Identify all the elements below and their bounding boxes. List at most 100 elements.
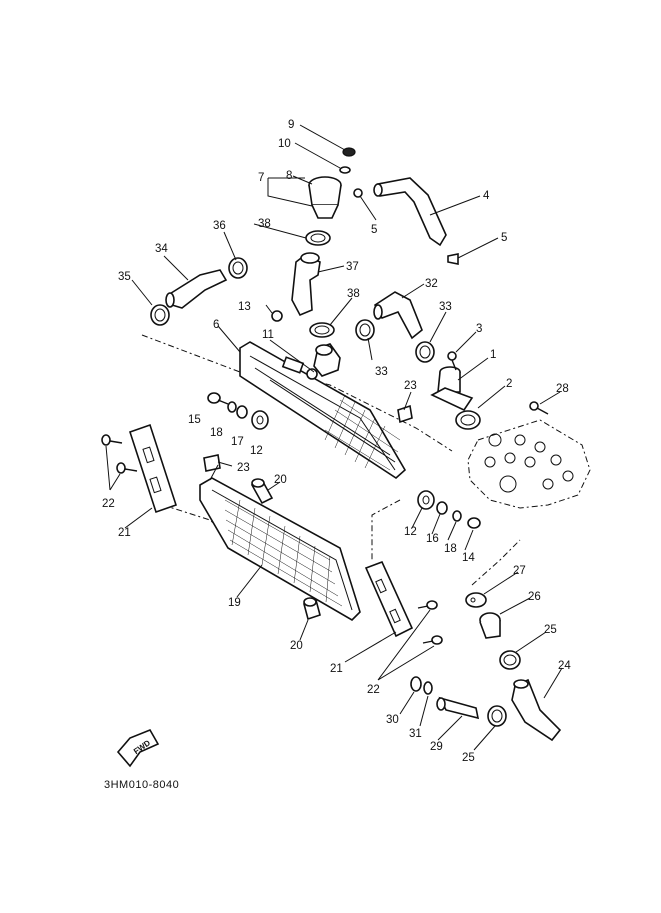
callout-20a: 20 (274, 474, 287, 486)
callout-10: 10 (278, 138, 291, 150)
callout-21a: 21 (118, 527, 131, 539)
callout-25a: 25 (544, 624, 557, 636)
document-code: 3HM010-8040 (104, 779, 179, 791)
callout-11: 11 (262, 329, 274, 341)
callout-12b: 12 (404, 526, 417, 538)
callout-labels: 9 10 7 8 4 5 5 38 36 34 37 35 32 38 13 3… (102, 119, 571, 764)
callout-20b: 20 (290, 640, 303, 652)
hose-24 (511, 678, 562, 742)
collar-20-lower (303, 597, 321, 621)
callout-13: 13 (238, 301, 251, 313)
callout-32: 32 (425, 278, 438, 290)
hose-29 (436, 696, 480, 720)
callout-30: 30 (386, 714, 399, 726)
collar-20-upper (250, 478, 274, 505)
small-hardware (101, 253, 549, 695)
callout-8: 8 (286, 170, 292, 182)
hose-32 (373, 291, 423, 340)
washer-18-right (452, 510, 462, 522)
washer-18-left (227, 401, 237, 413)
callout-27: 27 (513, 565, 526, 577)
upper-radiator (239, 341, 407, 480)
callout-23a: 23 (404, 380, 417, 392)
callout-15: 15 (188, 414, 201, 426)
thermostat-housing (430, 366, 481, 430)
callout-26: 26 (528, 591, 541, 603)
callout-38b: 38 (347, 288, 360, 300)
callout-4: 4 (483, 190, 490, 202)
callout-14: 14 (462, 552, 475, 564)
bracket-21-left (128, 423, 178, 514)
callout-37: 37 (346, 261, 359, 273)
bolt-15 (207, 392, 229, 405)
callout-5a: 5 (371, 224, 377, 236)
grommet-12-left (251, 410, 269, 430)
callout-35: 35 (118, 271, 131, 283)
nut-23-upper (397, 404, 413, 424)
clamp-38-lower (309, 322, 335, 338)
clamp-33-right (415, 341, 435, 363)
clamp-25-upper (499, 650, 521, 670)
clamp-35 (150, 304, 170, 326)
callout-22a: 22 (102, 498, 115, 510)
nut-23-lower (203, 454, 221, 472)
bolt-3 (447, 351, 457, 371)
bracket-21-right (364, 560, 414, 638)
callout-2: 2 (506, 378, 512, 390)
callout-17: 17 (231, 436, 244, 448)
lower-radiator (199, 477, 361, 622)
callout-33a: 33 (439, 301, 452, 313)
callout-9: 9 (288, 119, 294, 131)
bolts-22-left (101, 434, 138, 474)
callout-31: 31 (409, 728, 422, 740)
elbow-26 (479, 612, 501, 639)
hose-clamps (150, 230, 521, 727)
bolt-14 (467, 517, 481, 529)
callout-3: 3 (476, 323, 482, 335)
clip-5-right (447, 253, 459, 265)
callout-36: 36 (213, 220, 226, 232)
gasket-27 (465, 592, 487, 608)
grommet-12-right (417, 490, 435, 510)
callout-21b: 21 (330, 663, 343, 675)
hose-37 (291, 252, 321, 317)
clamp-38-upper (305, 230, 331, 246)
fwd-arrow: FWD (116, 728, 160, 768)
callout-29: 29 (430, 741, 443, 753)
bolts-22-right (417, 600, 443, 645)
callout-7: 7 (258, 172, 264, 184)
bolt-13 (271, 310, 283, 322)
callout-23b: 23 (237, 462, 250, 474)
callout-1: 1 (490, 349, 496, 361)
callout-16: 16 (426, 533, 439, 545)
clamp-25-lower (487, 705, 507, 727)
hose-34 (165, 269, 228, 309)
bolt-28 (529, 401, 549, 415)
cylinder-head-outline (467, 419, 591, 509)
clamp-33-left (355, 319, 375, 341)
upper-radiator-core (324, 394, 401, 471)
callout-28: 28 (556, 383, 569, 395)
callout-6: 6 (213, 319, 219, 331)
lower-radiator-core (224, 499, 343, 607)
callout-24: 24 (558, 660, 571, 672)
callout-19: 19 (228, 597, 241, 609)
collar-16 (436, 501, 448, 515)
callout-18b: 18 (444, 543, 457, 555)
callout-12a: 12 (250, 445, 263, 457)
callout-34: 34 (155, 243, 168, 255)
callout-22b: 22 (367, 684, 380, 696)
collar-17 (236, 405, 248, 419)
radiator-cap-assembly (308, 147, 363, 219)
clamp-36 (228, 257, 248, 279)
hose-4 (373, 177, 447, 247)
callout-25b: 25 (462, 752, 475, 764)
callout-33b: 33 (375, 366, 388, 378)
callout-38a: 38 (258, 218, 271, 230)
leader-lines (105, 124, 563, 751)
o-ring-31 (423, 681, 433, 695)
callout-5b: 5 (501, 232, 507, 244)
o-ring-30 (410, 676, 422, 692)
callout-18a: 18 (210, 427, 223, 439)
